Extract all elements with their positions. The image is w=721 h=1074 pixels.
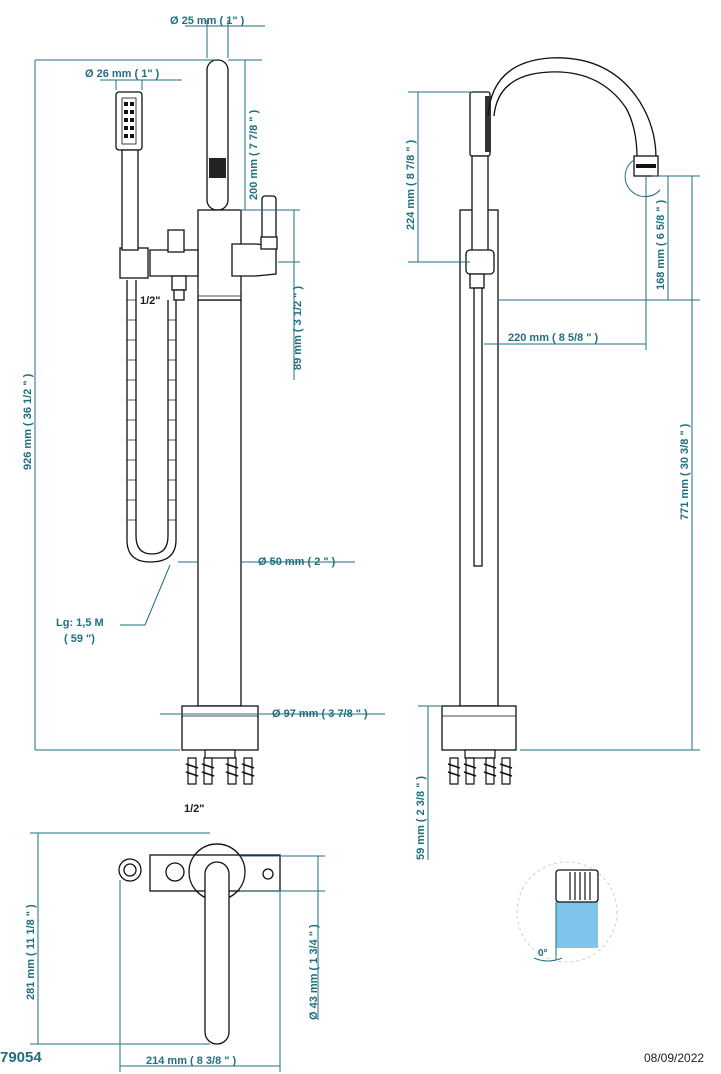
spout-diameter-label: Ø 25 mm ( 1" ) (170, 15, 245, 27)
front-hose-nut (171, 275, 187, 291)
supply-connection-label: 1/2" (184, 803, 205, 815)
front-shower-nozzles (121, 97, 137, 145)
side-shower-holder (465, 249, 495, 275)
front-lever-collar (260, 236, 278, 250)
spout-reach-label: 220 mm ( 8 5/8 " ) (508, 332, 599, 344)
front-hose-nipple (173, 289, 185, 301)
side-shower-height-label: 224 mm ( 8 7/8 " ) (405, 139, 417, 230)
side-spout-inner (493, 71, 638, 159)
side-shower-face (485, 96, 491, 152)
front-lever-block (231, 243, 277, 277)
side-hose-nut (469, 273, 485, 289)
plan-depth-label: 281 mm ( 11 1/8 " ) (25, 904, 37, 1000)
hand-shower-height-label: 200 mm ( 7 7/8 " ) (248, 109, 260, 200)
side-view (408, 57, 700, 860)
column-diameter-label: Ø 50 mm ( 2 " ) (258, 556, 336, 568)
detail-blue-zone (556, 900, 598, 948)
plan-body-diameter-label: Ø 43 mm ( 1 3/4 " ) (308, 924, 320, 1020)
drawing-date: 08/09/2022 (644, 1051, 704, 1065)
side-anchors (447, 749, 513, 785)
front-diverter-knob (167, 229, 185, 253)
cartridge-angle-label: 0° (538, 948, 548, 959)
front-hose (126, 280, 177, 563)
spout-drop-label: 168 mm ( 6 5/8 " ) (655, 199, 667, 290)
front-base (181, 705, 259, 751)
hand-shower-diameter-label: Ø 26 mm ( 1" ) (85, 68, 160, 80)
side-base (441, 705, 517, 751)
cartridge-detail (516, 861, 618, 963)
front-diverter-body (149, 249, 199, 277)
side-hand-shower-handle (471, 155, 489, 253)
front-spout-tube (206, 59, 229, 211)
front-shower-holder (119, 247, 149, 279)
total-height-label: 926 mm ( 36 1/2 " ) (22, 373, 34, 470)
side-spout-outer (487, 57, 657, 159)
detail-circle (516, 861, 618, 963)
outlet-height-label: 89 mm ( 3 1/2 " ) (292, 286, 304, 370)
front-anchors (185, 749, 255, 785)
hose-length-label-line2: ( 59 ") (64, 633, 95, 645)
spout-height-label: 771 mm ( 30 3/8 " ) (679, 423, 691, 520)
side-hose (473, 287, 483, 567)
plan-width-label: 214 mm ( 8 3/8 " ) (146, 1055, 237, 1067)
side-aerator-swivel (624, 159, 661, 198)
front-column (197, 299, 242, 707)
front-hand-shower-handle (121, 149, 139, 251)
hose-inlet-label: 1/2" (140, 295, 161, 307)
plan-lever-cap (262, 868, 274, 880)
product-code: 79054 (0, 1049, 42, 1066)
plan-view (30, 832, 325, 1072)
front-view (34, 20, 385, 785)
floor-depth-label: 59 mm ( 2 3/8 " ) (415, 776, 427, 860)
plan-spout (204, 861, 230, 1045)
hose-length-label-line1: Lg: 1,5 M (56, 617, 104, 629)
plan-diverter-knob (165, 862, 185, 882)
detail-knob (555, 869, 599, 903)
base-diameter-label: Ø 97 mm ( 3 7/8 " ) (272, 708, 368, 720)
front-spout-aerator (209, 158, 226, 178)
